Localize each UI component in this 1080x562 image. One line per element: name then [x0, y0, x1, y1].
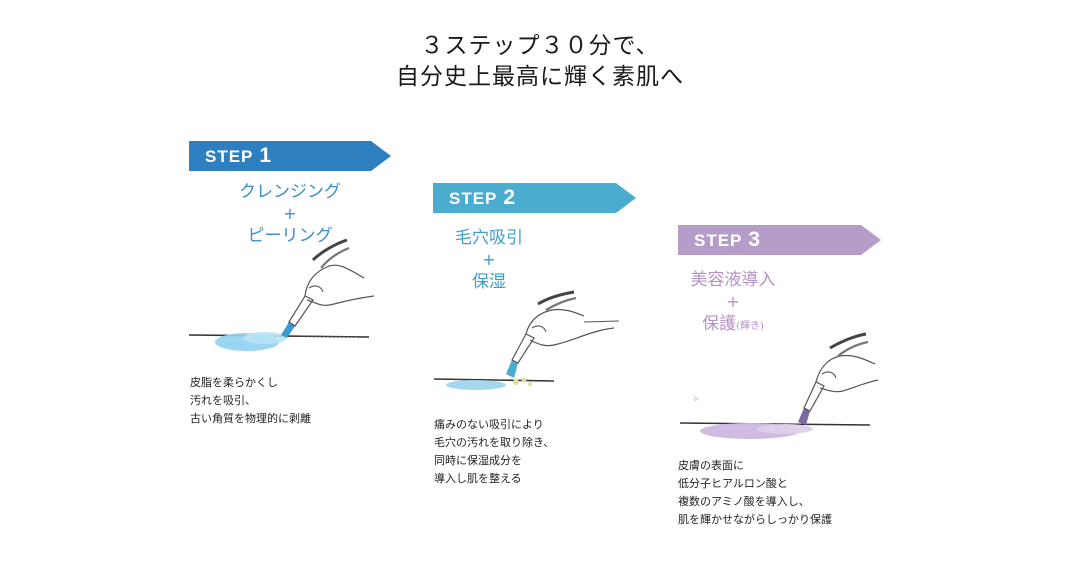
step-2-desc-line: 同時に保湿成分を: [434, 452, 554, 470]
step-2-desc-line: 毛穴の汚れを取り除き、: [434, 434, 554, 452]
step-1-plus: +: [190, 204, 390, 224]
step-2-plus: +: [434, 250, 544, 270]
step-2-heading: 毛穴吸引 + 保湿: [434, 226, 544, 294]
step-2-banner: STEP 2: [433, 183, 636, 213]
step-1-desc-line: 皮脂を柔らかくし: [190, 374, 311, 392]
step-2-banner-prefix: STEP: [449, 189, 497, 208]
step-3-desc-line: 皮膚の表面に: [678, 457, 832, 475]
step-3-heading: 美容液導入 + 保護(輝き): [678, 268, 788, 339]
step-3-desc-line: 肌を輝かせながらしっかり保護: [678, 511, 832, 529]
step-3-desc-line: 低分子ヒアルロン酸と: [678, 475, 832, 493]
step-3-banner: STEP 3: [678, 225, 881, 255]
step-2-desc-line: 痛みのない吸引により: [434, 416, 554, 434]
step-3-description: 皮膚の表面に 低分子ヒアルロン酸と 複数のアミノ酸を導入し、 肌を輝かせながらし…: [678, 457, 832, 529]
step-1-banner-number: 1: [259, 144, 272, 167]
step-1-description: 皮脂を柔らかくし 汚れを吸引、 古い角質を物理的に剥離: [190, 374, 311, 428]
step-1-hand-device-illustration: [189, 238, 374, 358]
step-1-desc-line: 汚れを吸引、: [190, 392, 311, 410]
step-1-banner: STEP 1: [189, 141, 391, 171]
step-3-desc-line: 複数のアミノ酸を導入し、: [678, 493, 832, 511]
step-3-plus: +: [678, 292, 788, 312]
headline-line-2: 自分史上最高に輝く素肌へ: [0, 61, 1080, 93]
headline-line-1: ３ステップ３０分で、: [0, 30, 1080, 62]
step-2-heading-line2: 保湿: [472, 272, 506, 292]
step-3-heading-line1: 美容液導入: [691, 270, 776, 290]
step-2-banner-number: 2: [503, 186, 516, 209]
step-1-desc-line: 古い角質を物理的に剥離: [190, 410, 311, 428]
step-3-banner-prefix: STEP: [694, 231, 742, 250]
step-3-hand-device-illustration: ✧: [680, 330, 880, 442]
step-2-description: 痛みのない吸引により 毛穴の汚れを取り除き、 同時に保湿成分を 導入し肌を整える: [434, 416, 554, 488]
step-1-heading-line1: クレンジング: [239, 182, 341, 202]
step-1-banner-prefix: STEP: [205, 147, 253, 166]
svg-text:✧: ✧: [692, 395, 700, 405]
step-2-hand-device-illustration: [434, 290, 624, 400]
step-2-heading-line1: 毛穴吸引: [455, 228, 523, 248]
step-2-desc-line: 導入し肌を整える: [434, 470, 554, 488]
step-3-banner-number: 3: [748, 228, 761, 251]
